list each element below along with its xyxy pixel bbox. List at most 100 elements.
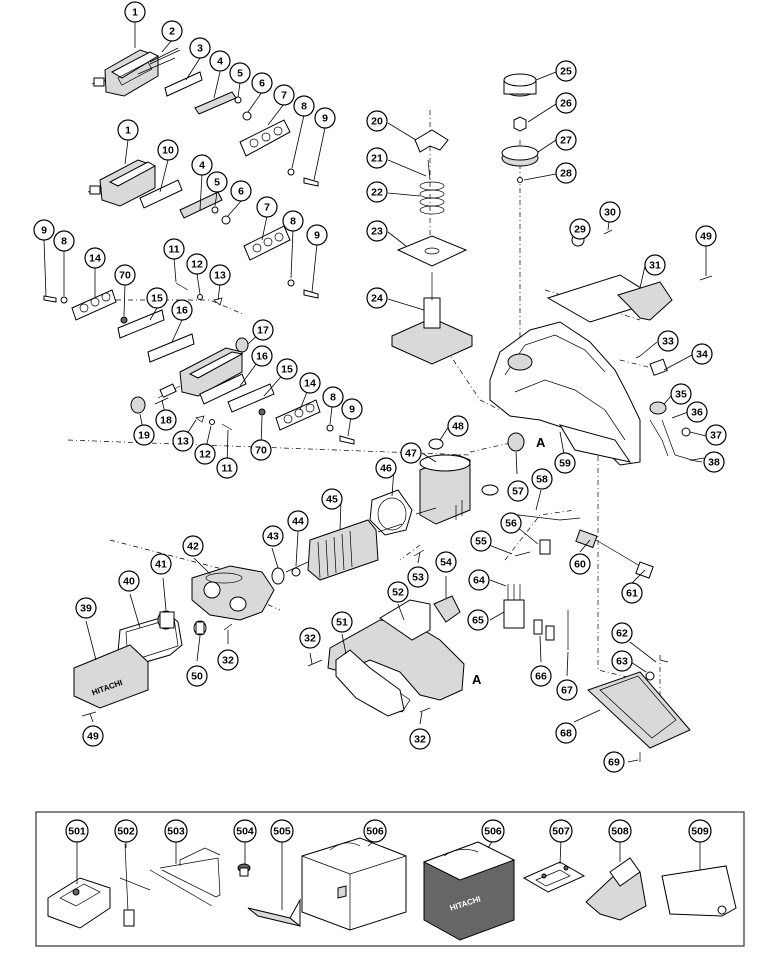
callout-c55: 55 [470,530,492,552]
callout-circle [233,819,257,843]
callout-label: 501 [68,826,86,838]
callout-label: 29 [574,224,586,236]
callout-c16a: 16 [171,299,193,321]
callout-label: 38 [708,457,720,469]
callout-circle [322,386,344,408]
callout-c22: 22 [366,181,388,203]
callout-circle [686,401,708,423]
callout-label: 61 [626,588,638,600]
callout-label: 11 [168,244,179,256]
callout-label: 19 [138,430,150,442]
cutter-block-mid [43,282,355,445]
callout-c24: 24 [366,287,388,309]
callout-c16b: 16 [251,345,273,367]
callout-label: 9 [41,225,47,237]
callout-circle [293,95,315,117]
callout-circle [163,238,185,260]
callout-circle [468,569,490,591]
callout-circle [481,819,505,843]
callout-label: 28 [560,168,572,180]
callout-circle [695,225,717,247]
callout-c70a: 70 [114,264,136,286]
callout-circle [657,330,679,352]
callout-c507: 507 [549,819,573,843]
callout-circle [186,253,208,275]
callout-circle [611,650,633,672]
callout-label: 65 [472,615,484,627]
callout-label: 55 [475,536,487,548]
callout-c68: 68 [555,722,577,744]
callout-circle [549,819,573,843]
callout-bubbles: 1234567891104567899814701112131516171615… [33,1,727,843]
callout-circle [33,219,55,241]
callout-c15a: 15 [146,287,168,309]
callout-label: 506 [484,826,502,838]
callout-c4b: 4 [191,154,213,176]
callout-label: 48 [452,421,464,433]
callout-label: 46 [380,463,392,475]
callout-label: 9 [314,230,320,242]
callout-label: 18 [160,415,172,427]
callout-circle [182,535,204,557]
callout-c36: 36 [686,401,708,423]
callout-circle [409,728,431,750]
callout-c12a: 12 [186,253,208,275]
callout-c34: 34 [691,343,713,365]
callout-circle [84,247,106,269]
callout-label: 50 [191,671,203,683]
callout-c50: 50 [186,665,208,687]
callout-circle [53,230,75,252]
callout-circle [608,819,632,843]
callout-label: 13 [177,436,189,448]
callout-c7b: 7 [256,196,278,218]
callout-circle [603,751,625,773]
callout-label: 26 [560,98,572,110]
callout-c47: 47 [400,442,422,464]
callout-c26: 26 [555,92,577,114]
callout-c60: 60 [569,553,591,575]
callout-label: 16 [256,351,268,363]
callout-label: 503 [167,826,185,838]
callout-circle [209,264,231,286]
callout-circle [171,299,193,321]
belt-drive-parts: HITACHI [73,565,275,717]
callout-c3: 3 [189,37,211,59]
callout-label: 53 [412,572,424,584]
callout-c51: 51 [331,611,353,633]
callout-circle [114,264,136,286]
callout-circle [363,819,387,843]
callout-circle [252,319,274,341]
callout-circle [262,525,284,547]
callout-c32c: 32 [409,728,431,750]
callout-label: 54 [440,557,452,569]
callout-label: 31 [649,260,661,272]
callout-label: 56 [505,518,517,530]
motor-parts [271,432,525,585]
callout-label: 70 [119,270,131,282]
callout-circle [124,1,146,23]
callout-c42: 42 [182,535,204,557]
callout-label: 4 [217,56,223,68]
callout-c54: 54 [435,551,457,573]
callout-circle [250,439,272,461]
callout-c5b: 5 [206,171,228,193]
callout-circle [157,139,179,161]
callout-circle [670,383,692,405]
callout-circle [366,110,388,132]
callout-c62: 62 [611,622,633,644]
callout-circle [691,343,713,365]
callout-c5a: 5 [229,62,251,84]
callout-c45: 45 [321,488,343,510]
callout-c39: 39 [75,597,97,619]
callout-label: 62 [616,628,628,640]
callout-label: 9 [322,113,328,125]
callout-circle [688,819,712,843]
callout-c20: 20 [366,110,388,132]
callout-c9b: 9 [306,224,328,246]
callout-label: 8 [290,216,296,228]
callout-circle [644,254,666,276]
callout-circle [75,597,97,619]
callout-c61: 61 [621,582,643,604]
callout-circle [191,154,213,176]
